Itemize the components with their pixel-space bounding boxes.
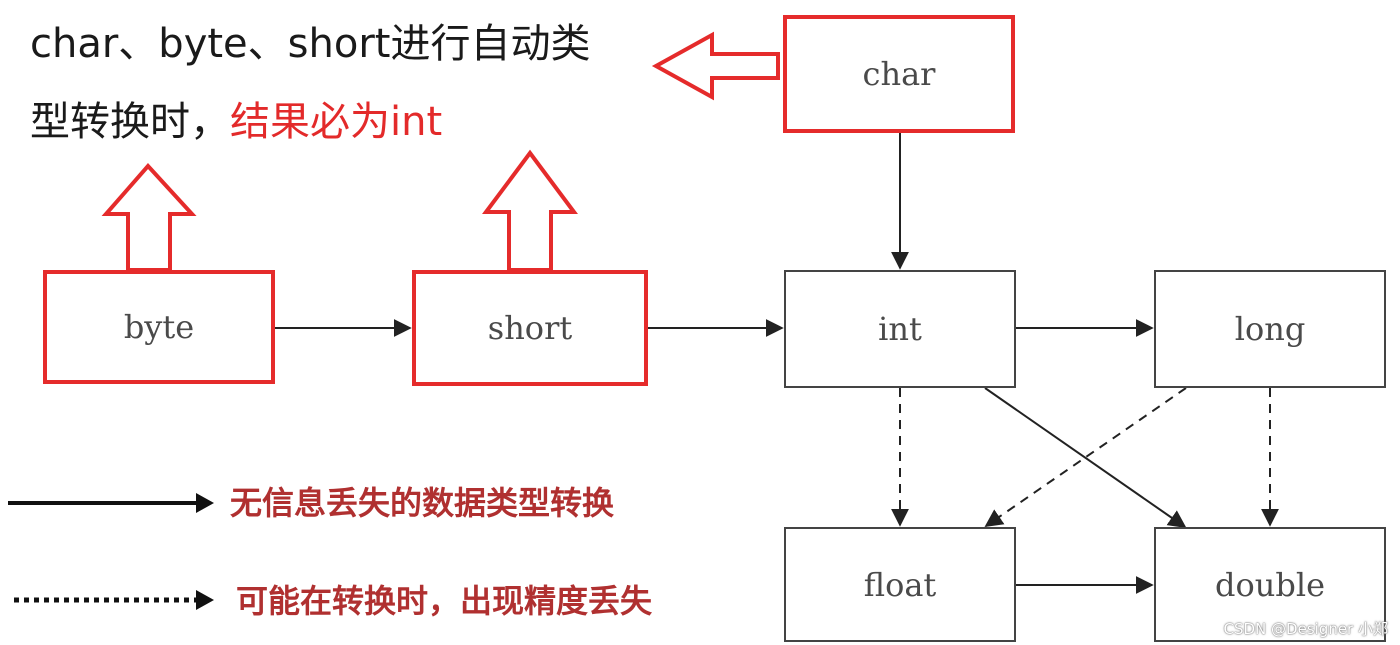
node-byte: byte	[43, 270, 275, 384]
left-arrow-char-icon	[651, 31, 780, 101]
legend-solid-arrowhead	[196, 493, 214, 513]
watermark: CSDN @Designer 小郑	[1223, 620, 1389, 638]
dashed-arrow-long-to-float	[984, 387, 1187, 528]
up-arrow-byte-icon	[101, 163, 197, 272]
legend-solid-label: 无信息丢失的数据类型转换	[230, 484, 615, 522]
heading-line-1: char、byte、short进行自动类	[30, 21, 591, 67]
node-double: double	[1154, 527, 1386, 642]
up-arrow-short-icon	[482, 149, 578, 272]
node-float: float	[784, 527, 1016, 642]
legend-dotted-arrowhead	[196, 590, 214, 610]
node-short: short	[412, 270, 648, 386]
legend-dashed-label: 可能在转换时，出现精度丢失	[236, 582, 653, 620]
heading-line-2-text: 型转换时，	[30, 99, 230, 145]
heading-highlight: 结果必为int	[230, 99, 443, 145]
arrow-int-to-double	[984, 387, 1187, 529]
node-char: char	[783, 15, 1015, 133]
node-long: long	[1154, 270, 1386, 388]
node-int: int	[784, 270, 1016, 388]
heading-line-2: 型转换时，结果必为int	[30, 98, 442, 146]
